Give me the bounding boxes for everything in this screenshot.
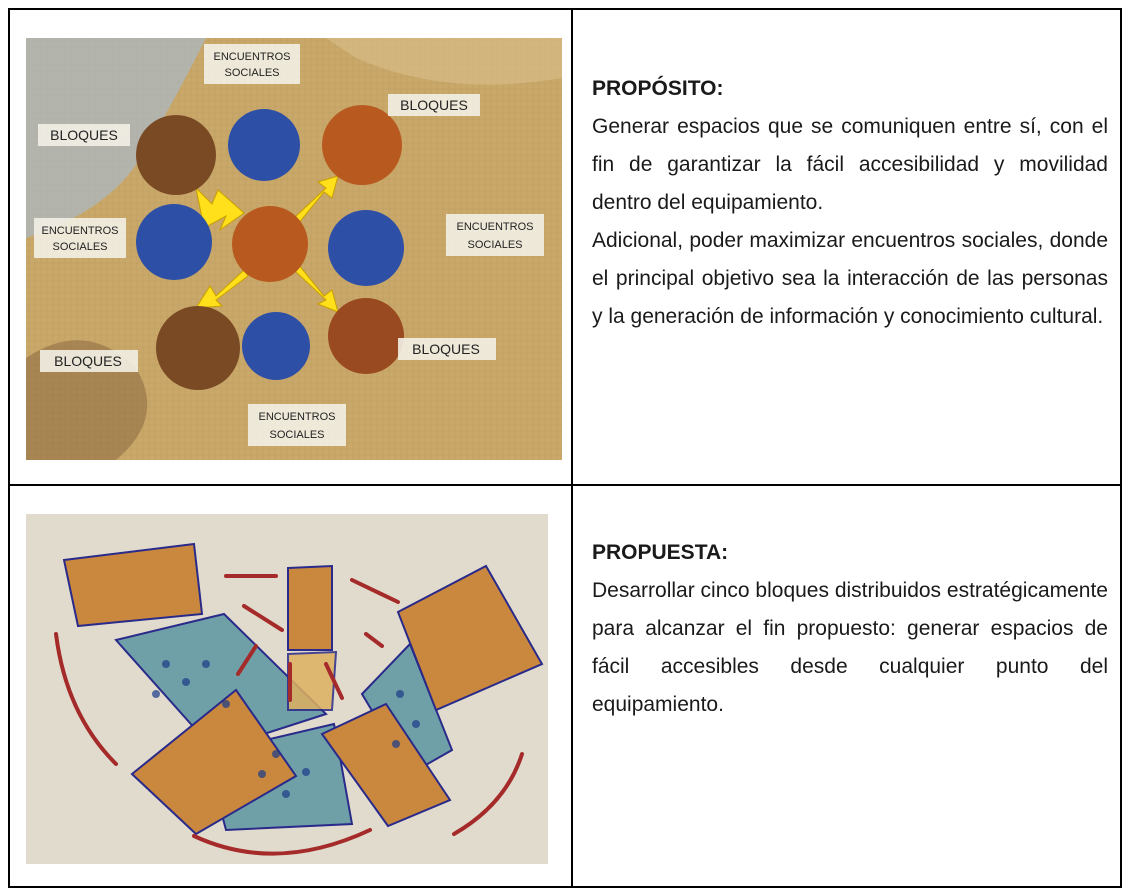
label-encuentros-left: ENCUENTROS: [41, 225, 118, 237]
proposal-sketch-image: [26, 514, 548, 864]
label-sociales-right: SOCIALES: [467, 239, 522, 251]
table-border-left: [8, 8, 10, 888]
table-border-bottom: [8, 886, 1122, 888]
table-column-divider: [571, 8, 573, 888]
label-sociales-bottom: SOCIALES: [269, 429, 324, 441]
content-table: ENCUENTROS SOCIALES BLOQUES BLOQUES ENCU…: [8, 8, 1122, 888]
concept-diagram-image: ENCUENTROS SOCIALES BLOQUES BLOQUES ENCU…: [26, 38, 562, 460]
label-bloques-left: BLOQUES: [50, 127, 118, 143]
table-border-top: [8, 8, 1122, 10]
table-border-right: [1120, 8, 1122, 888]
label-encuentros-top: ENCUENTROS: [213, 51, 290, 63]
purpose-text-block: PROPÓSITO: Generar espacios que se comun…: [592, 70, 1108, 336]
table-row-divider: [8, 484, 1122, 486]
purpose-paragraph-1: Generar espacios que se comuniquen entre…: [592, 115, 1108, 214]
proposal-heading: PROPUESTA:: [592, 541, 729, 564]
purpose-heading: PROPÓSITO:: [592, 77, 724, 100]
label-bloques-right: BLOQUES: [400, 97, 468, 113]
purpose-paragraph-2: Adicional, poder maximizar encuentros so…: [592, 229, 1108, 328]
proposal-paragraph-1: Desarrollar cinco bloques distribuidos e…: [592, 579, 1108, 716]
label-sociales-left: SOCIALES: [52, 241, 107, 253]
label-bloques-bottom-left: BLOQUES: [54, 353, 122, 369]
proposal-text-block: PROPUESTA: Desarrollar cinco bloques dis…: [592, 534, 1108, 724]
label-sociales-top: SOCIALES: [224, 67, 279, 79]
label-bloques-bottom-right: BLOQUES: [412, 341, 480, 357]
label-encuentros-bottom: ENCUENTROS: [258, 411, 335, 423]
label-encuentros-right: ENCUENTROS: [456, 221, 533, 233]
